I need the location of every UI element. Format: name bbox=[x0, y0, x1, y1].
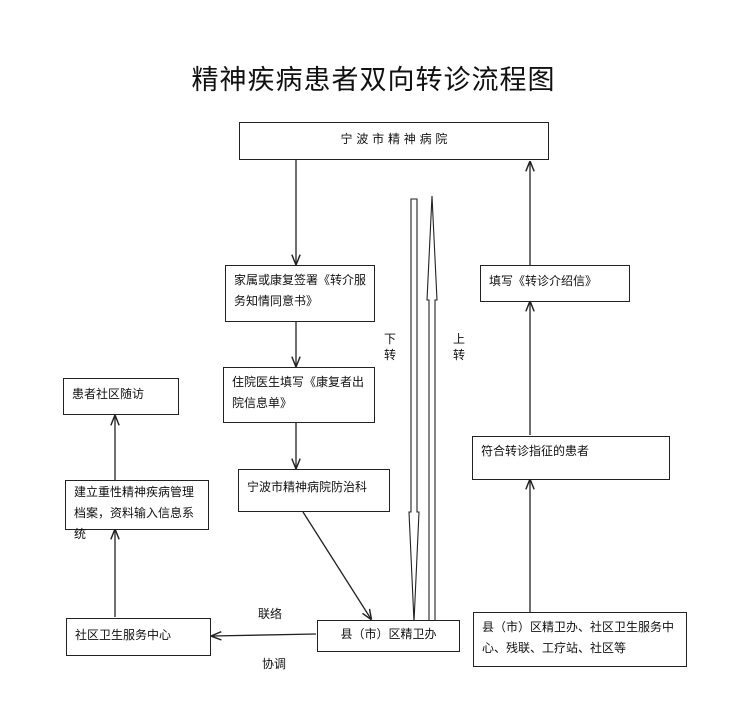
county-office-text: 县（市）区精卫办 bbox=[340, 627, 437, 641]
box-county-office: 县（市）区精卫办 bbox=[317, 620, 460, 652]
arrow-county-to-community bbox=[212, 634, 317, 636]
down-transfer-arrow bbox=[408, 198, 420, 623]
box-info-sheet: 住院医生填写《康复者出院信息单》 bbox=[223, 367, 375, 423]
box-eligible-patients: 符合转诊指征的患者 bbox=[472, 436, 670, 480]
box-prevention-dept: 宁波市精神病院防治科 bbox=[238, 469, 390, 512]
eligible-patients-text: 符合转诊指征的患者 bbox=[481, 444, 590, 458]
down-transfer-label-2: 转 bbox=[383, 348, 396, 362]
box-consent: 家属或康复签署《转介服务知情同意书》 bbox=[225, 265, 375, 322]
box-sources: 县（市）区精卫办、社区卫生服务中心、残联、工疗站、社区等 bbox=[473, 612, 687, 667]
arrow-prevention-to-county bbox=[302, 511, 371, 619]
up-transfer-label-2: 转 bbox=[452, 348, 465, 362]
referral-letter-text: 填写《转诊介绍信》 bbox=[489, 274, 598, 288]
up-transfer-arrow bbox=[426, 195, 438, 623]
ningbo-hospital-text: 宁 波 市 精 神 病 院 bbox=[340, 132, 448, 146]
archive-text: 建立重性精神疾病管理档案，资料输入信息系统 bbox=[74, 485, 195, 541]
box-ningbo-hospital: 宁 波 市 精 神 病 院 bbox=[239, 122, 549, 160]
followup-text: 患者社区随访 bbox=[72, 387, 145, 401]
coordinate-label: 协调 bbox=[262, 657, 287, 671]
box-archive: 建立重性精神疾病管理档案，资料输入信息系统 bbox=[65, 480, 209, 541]
box-community-center: 社区卫生服务中心 bbox=[66, 618, 211, 656]
page-title: 精神疾病患者双向转诊流程图 bbox=[191, 65, 556, 96]
liaison-label: 联络 bbox=[258, 607, 283, 621]
community-center-text: 社区卫生服务中心 bbox=[75, 628, 172, 642]
box-followup: 患者社区随访 bbox=[63, 378, 179, 415]
box-referral-letter: 填写《转诊介绍信》 bbox=[480, 265, 630, 302]
prevention-dept-text: 宁波市精神病院防治科 bbox=[247, 480, 368, 494]
down-transfer-label-1: 下 bbox=[383, 332, 396, 346]
sources-text: 县（市）区精卫办、社区卫生服务中心、残联、工疗站、社区等 bbox=[482, 620, 675, 655]
consent-text: 家属或康复签署《转介服务知情同意书》 bbox=[234, 273, 367, 308]
info-sheet-text: 住院医生填写《康复者出院信息单》 bbox=[232, 375, 365, 410]
up-transfer-label-1: 上 bbox=[452, 332, 465, 346]
